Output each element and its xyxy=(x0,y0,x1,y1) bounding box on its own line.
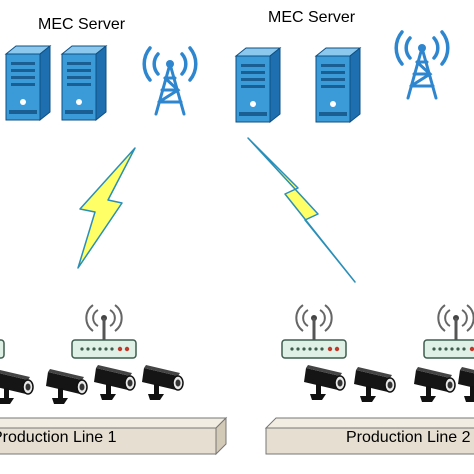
links-layer xyxy=(77,137,356,283)
wireless-router-icon-4 xyxy=(423,304,474,359)
production-line-platform-2 xyxy=(264,417,474,455)
lightning-bolt-icon-1 xyxy=(77,147,136,269)
wireless-router-icon-2 xyxy=(71,304,137,359)
cameras-layer xyxy=(0,364,474,405)
production-line-label-1: Production Line 1 xyxy=(0,429,117,446)
server-icon-1 xyxy=(5,45,51,121)
wireless-router-icon-3 xyxy=(281,304,347,359)
production-line-label-2: Production Line 2 xyxy=(346,429,471,446)
cctv-camera-icon-8 xyxy=(457,366,474,403)
cctv-camera-icon-4 xyxy=(141,364,184,401)
cctv-camera-icon-2 xyxy=(45,368,88,405)
routers-layer xyxy=(0,304,474,359)
mec-server-label-left: MEC Server xyxy=(38,16,126,33)
towers-layer xyxy=(142,30,450,116)
server-icon-3 xyxy=(235,47,281,123)
cctv-camera-icon-7 xyxy=(413,366,456,403)
cctv-camera-icon-1 xyxy=(0,368,34,405)
radio-tower-icon-2 xyxy=(394,30,450,100)
server-icon-2 xyxy=(61,45,107,121)
cctv-camera-icon-6 xyxy=(353,366,396,403)
cctv-camera-icon-5 xyxy=(303,364,346,401)
lightning-bolt-icon-2 xyxy=(247,137,356,283)
cctv-camera-icon-3 xyxy=(93,364,136,401)
radio-tower-icon-1 xyxy=(142,46,198,116)
mec-server-label-right: MEC Server xyxy=(268,9,356,26)
platforms-layer xyxy=(0,416,474,456)
wireless-router-icon-1 xyxy=(0,304,5,359)
production-line-platform-1 xyxy=(0,416,228,456)
server-icon-4 xyxy=(315,47,361,123)
